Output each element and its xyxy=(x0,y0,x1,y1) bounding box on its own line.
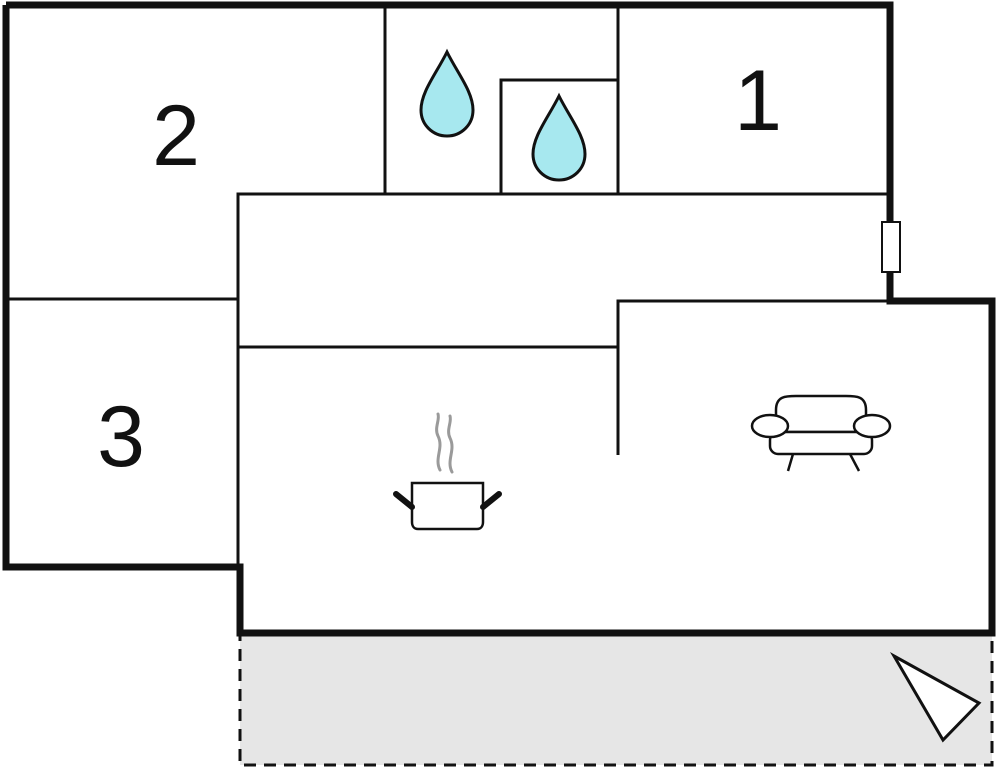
sofa-icon xyxy=(750,394,892,472)
compass-arrow-icon xyxy=(889,652,982,743)
room-number-1: 1 xyxy=(734,53,782,149)
room-number-3: 3 xyxy=(97,389,145,485)
water-drop-icon xyxy=(531,92,587,182)
interior-walls xyxy=(6,5,890,567)
cooking-pot-icon xyxy=(393,412,502,531)
door-marker xyxy=(881,221,901,273)
room-number-2: 2 xyxy=(152,88,200,184)
terrace-area xyxy=(238,631,994,767)
outer-walls xyxy=(2,1,996,637)
water-drop-icon xyxy=(419,48,475,138)
